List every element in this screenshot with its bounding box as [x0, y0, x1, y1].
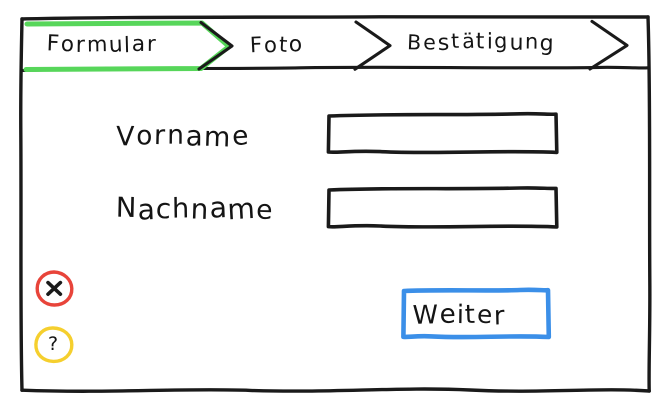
weiter-button-box[interactable] [401, 287, 552, 340]
label-vorname: Vorname [116, 120, 251, 154]
step-separator-1 [197, 20, 234, 71]
input-nachname[interactable] [334, 194, 554, 224]
error-icon[interactable] [35, 270, 74, 307]
label-nachname: Nachname [115, 191, 275, 227]
window-frame [19, 14, 652, 393]
help-icon-glyph[interactable]: ? [48, 333, 59, 355]
step-label-bestaetigung[interactable]: Bestätigung [406, 28, 557, 56]
weiter-button-label[interactable]: Weiter [412, 298, 507, 331]
input-vorname-box[interactable] [326, 111, 559, 155]
step-label-foto[interactable]: Foto [249, 31, 306, 58]
step-separator-3 [588, 19, 629, 71]
input-nachname-box[interactable] [326, 186, 559, 229]
help-icon[interactable] [34, 326, 74, 364]
step-label-formular[interactable]: Formular [46, 30, 158, 58]
step-separator-2 [353, 20, 392, 71]
input-vorname[interactable] [334, 120, 554, 150]
